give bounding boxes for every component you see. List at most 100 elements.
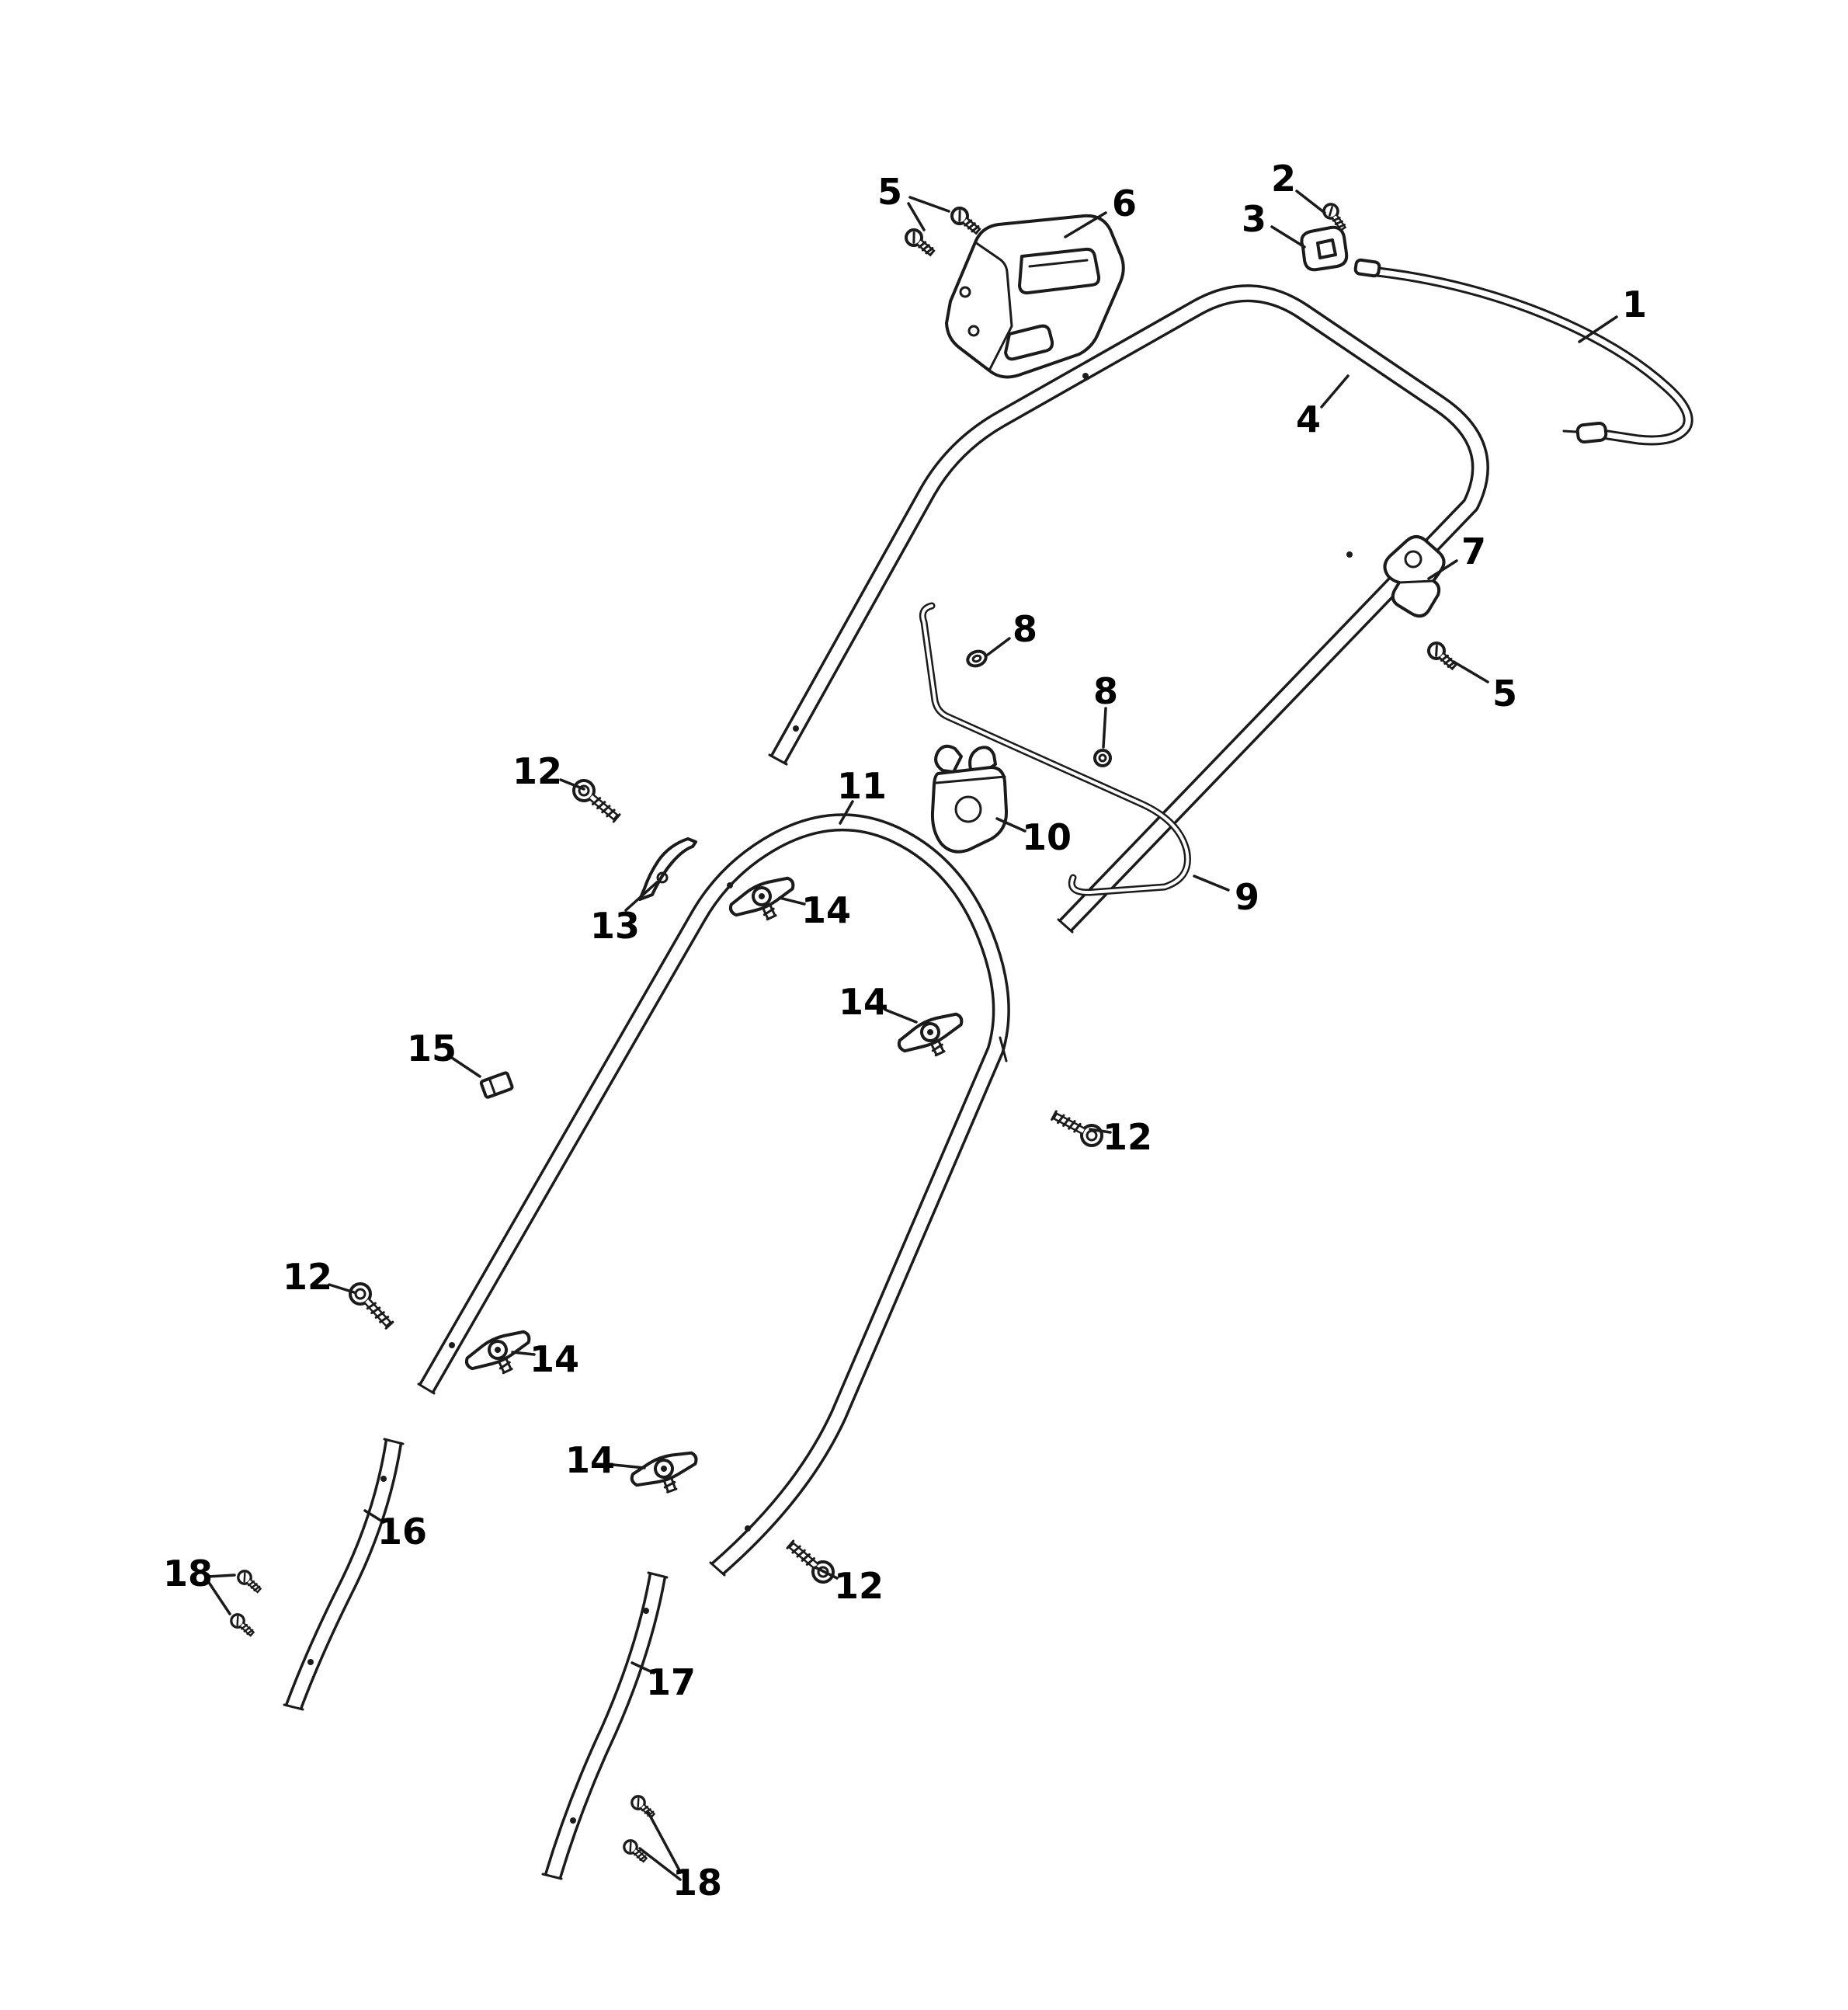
tube-hole — [745, 1525, 751, 1532]
leader-line-part-14 — [884, 1008, 918, 1024]
housing-edge — [974, 241, 1013, 372]
tube-hole — [449, 1342, 455, 1348]
tube-hole — [793, 725, 799, 732]
part-label-18: 18 — [163, 1553, 213, 1594]
tube-hole — [380, 1476, 387, 1482]
latch-slot — [999, 1036, 1008, 1062]
clip-opening — [1316, 238, 1337, 259]
tube-fill — [773, 287, 1487, 930]
part-label-12: 12 — [512, 750, 562, 792]
leader-line-part-11 — [839, 800, 854, 825]
leader-line-part-12 — [559, 778, 585, 791]
ring-outer — [1093, 749, 1112, 767]
leader-line-part-13 — [624, 881, 658, 912]
leader-line-part-8 — [986, 637, 1011, 656]
ring-inner — [1098, 753, 1107, 763]
clamp-body — [1383, 535, 1446, 618]
leader-line-part-12 — [1089, 1128, 1112, 1134]
leader-line-part-5 — [907, 202, 926, 231]
part-label-14: 14 — [530, 1338, 579, 1380]
handle-bolt — [1048, 1106, 1105, 1149]
handle-bolt — [570, 777, 624, 826]
tube-screw — [235, 1568, 264, 1595]
bracket-ear — [934, 744, 963, 774]
wire-fill — [921, 604, 1190, 895]
part-label-12: 12 — [834, 1565, 884, 1607]
wing-knob — [627, 1445, 706, 1504]
tube-hole — [643, 1608, 649, 1614]
tube-hole — [307, 1659, 314, 1665]
ring-outer — [966, 649, 988, 668]
part-label-9: 9 — [1235, 876, 1259, 918]
leader-line-part-14 — [612, 1463, 646, 1469]
tube-end-cut — [541, 1571, 669, 1880]
socket-inner-line — [1028, 259, 1089, 268]
cable-clamp — [1383, 535, 1446, 618]
part-label-1: 1 — [1622, 283, 1647, 325]
retainer-ring-upper — [966, 649, 988, 668]
bracket-body — [930, 766, 1009, 854]
part-label-2: 2 — [1271, 158, 1296, 200]
leader-line-part-17 — [630, 1661, 655, 1674]
part-label-4: 4 — [1296, 398, 1321, 440]
leader-line-part-12 — [328, 1283, 356, 1294]
tube-hole — [727, 882, 733, 889]
bracket-hole — [656, 871, 669, 884]
leader-line-part-18 — [638, 1847, 682, 1881]
part-label-13: 13 — [590, 905, 640, 947]
leader-line-part-9 — [1193, 875, 1230, 892]
cable-end-fitting — [1353, 258, 1381, 278]
tube-fill — [421, 815, 1008, 1574]
handle-bolt — [346, 1280, 398, 1333]
leader-line-part-14 — [778, 896, 806, 906]
tube-hole — [1082, 373, 1089, 379]
tube-fill — [287, 1440, 400, 1709]
part-label-12: 12 — [1103, 1116, 1152, 1158]
part-label-17: 17 — [646, 1661, 696, 1703]
part-label-8: 8 — [1013, 608, 1037, 650]
housing-screw — [949, 205, 984, 238]
block-line — [488, 1077, 497, 1096]
clamp-split-line — [1398, 579, 1435, 584]
switch-housing — [945, 214, 1125, 379]
retainer-ring-lower — [1093, 749, 1112, 767]
switch-socket — [1018, 247, 1101, 295]
clip-block — [479, 1071, 514, 1099]
leader-line-part-5 — [1452, 660, 1489, 683]
leader-line-part-5 — [908, 196, 950, 213]
wing-knob — [460, 1323, 540, 1387]
part-label-16: 16 — [377, 1511, 427, 1553]
leader-line-part-3 — [1270, 225, 1306, 249]
part-label-12: 12 — [283, 1256, 332, 1298]
tube-hole — [1346, 551, 1353, 558]
leader-line-part-16 — [363, 1509, 385, 1524]
leader-line-part-15 — [450, 1056, 481, 1078]
part-label-15: 15 — [407, 1028, 457, 1069]
part-label-10: 10 — [1022, 816, 1072, 858]
housing-boss — [967, 325, 980, 337]
leader-line-part-8 — [1102, 707, 1107, 749]
tube-screw — [629, 1793, 658, 1820]
part-label-6: 6 — [1112, 183, 1137, 224]
leader-line-part-18 — [207, 1574, 236, 1578]
handle-bolt — [783, 1536, 838, 1586]
leader-line-part-12 — [814, 1566, 839, 1580]
clamp-screw — [1426, 640, 1461, 673]
block-body — [479, 1071, 514, 1099]
leader-line-part-14 — [511, 1351, 536, 1356]
part-label-3: 3 — [1242, 198, 1266, 240]
cable-nipple-tip — [1562, 429, 1578, 433]
tube-hole — [570, 1817, 576, 1824]
lower-left-tube — [283, 1438, 405, 1711]
bracket-hole — [954, 795, 982, 823]
part-label-18: 18 — [672, 1862, 722, 1904]
part-label-14: 14 — [801, 889, 851, 931]
leader-line-part-18 — [207, 1580, 231, 1615]
part-label-5: 5 — [1492, 673, 1517, 715]
part-label-14: 14 — [565, 1439, 615, 1481]
leader-line-part-6 — [1064, 211, 1107, 238]
lower-right-tube — [541, 1571, 669, 1880]
